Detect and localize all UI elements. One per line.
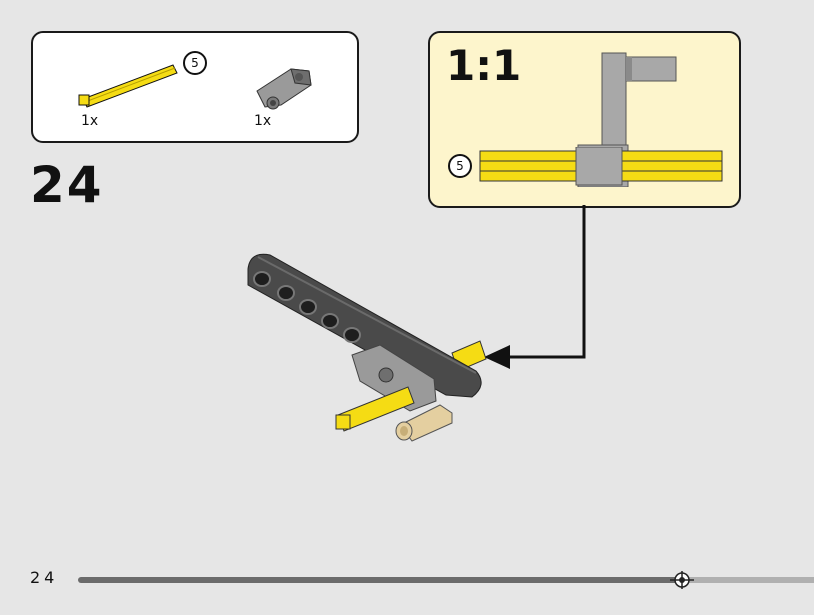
dark-beam bbox=[247, 253, 482, 398]
model-assembly bbox=[247, 253, 487, 442]
parts-list-box: 5 1x 1x bbox=[31, 31, 359, 143]
scale-callout: 1:1 5 bbox=[428, 31, 741, 208]
axle-length-5-icon bbox=[479, 147, 723, 186]
step-number: 24 bbox=[30, 156, 104, 214]
progress-bar bbox=[78, 571, 814, 589]
parts-connector-quantity: 1x bbox=[254, 113, 272, 129]
callout-axle-length-badge: 5 bbox=[448, 154, 472, 178]
scale-label: 1:1 bbox=[446, 41, 522, 90]
gray-connector-icon bbox=[256, 68, 312, 110]
parts-axle-length-badge: 5 bbox=[183, 51, 207, 75]
parts-axle-quantity: 1x bbox=[81, 113, 99, 129]
callout-arrow bbox=[484, 205, 586, 369]
page-number: 24 bbox=[30, 568, 59, 587]
progress-marker-icon bbox=[670, 571, 694, 589]
yellow-axle-icon bbox=[78, 64, 178, 108]
gray-connector bbox=[351, 344, 437, 412]
tan-pin bbox=[399, 404, 453, 442]
